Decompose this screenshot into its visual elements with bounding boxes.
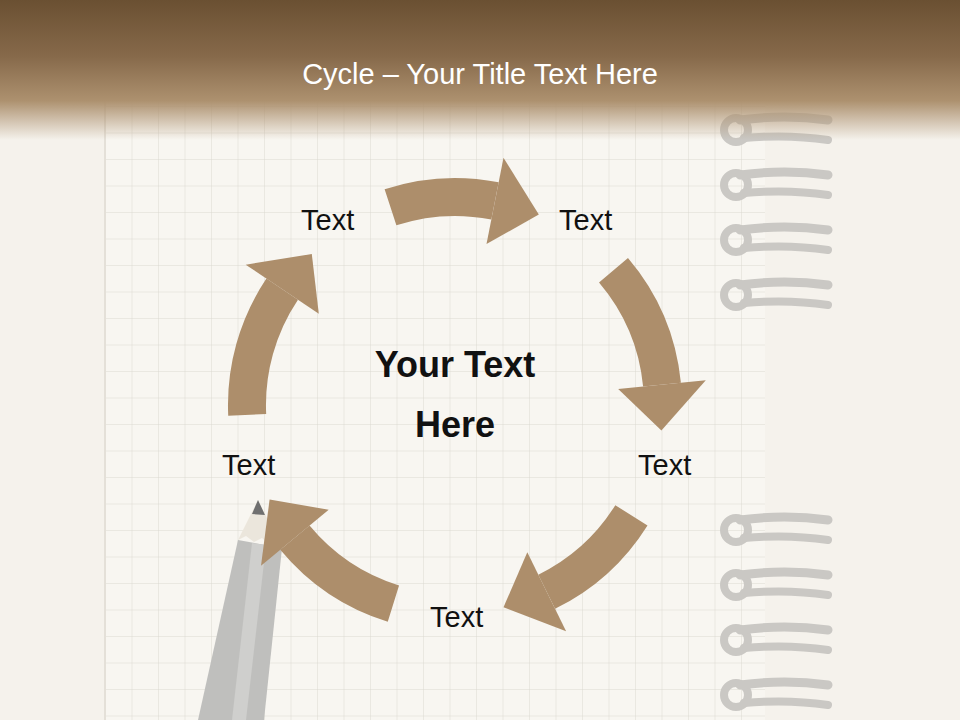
cycle-step: Text xyxy=(214,443,283,487)
spiral-ring xyxy=(724,572,828,597)
arrow-head xyxy=(261,499,329,565)
pencil-highlight xyxy=(232,543,266,720)
arrow-shaft xyxy=(295,538,394,604)
cycle-step: Text xyxy=(630,443,699,487)
cycle-step: Text xyxy=(293,198,362,242)
cycle-arrow xyxy=(261,499,393,603)
spiral-rings xyxy=(724,117,828,707)
step-text: Text xyxy=(638,447,691,483)
step-text: Text xyxy=(222,447,275,483)
title-area: Cycle – Your Title Text Here xyxy=(0,54,960,94)
arrow-head xyxy=(618,380,706,430)
spiral-ring xyxy=(724,517,828,542)
cycle-arrow xyxy=(504,515,632,631)
spiral-ring xyxy=(724,627,828,652)
cycle-step: Text xyxy=(422,595,491,639)
spiral-ring xyxy=(724,172,828,197)
step-text: Text xyxy=(301,202,354,238)
spiral-ring xyxy=(724,227,828,252)
arrow-shaft xyxy=(614,270,663,384)
cycle-step: Text xyxy=(551,198,620,242)
center-area: Your Text Here xyxy=(325,335,585,455)
spiral-ring xyxy=(724,682,828,707)
arrow-shaft xyxy=(391,197,496,207)
arrow-head xyxy=(487,158,539,244)
center-label: Your Text Here xyxy=(340,335,570,455)
arrow-head xyxy=(246,254,319,314)
spiral-ring xyxy=(724,282,828,307)
pencil-lead xyxy=(252,500,265,515)
cycle-arrow xyxy=(391,158,539,244)
arrow-shaft xyxy=(547,515,632,591)
cycle-arrow xyxy=(614,270,706,430)
step-text: Text xyxy=(559,202,612,238)
arrow-head xyxy=(504,552,567,631)
cycle-arrow xyxy=(246,254,319,415)
step-text: Text xyxy=(430,599,483,635)
pencil-body xyxy=(198,540,282,720)
slide-title: Cycle – Your Title Text Here xyxy=(302,58,658,90)
arrow-shaft xyxy=(247,289,282,415)
